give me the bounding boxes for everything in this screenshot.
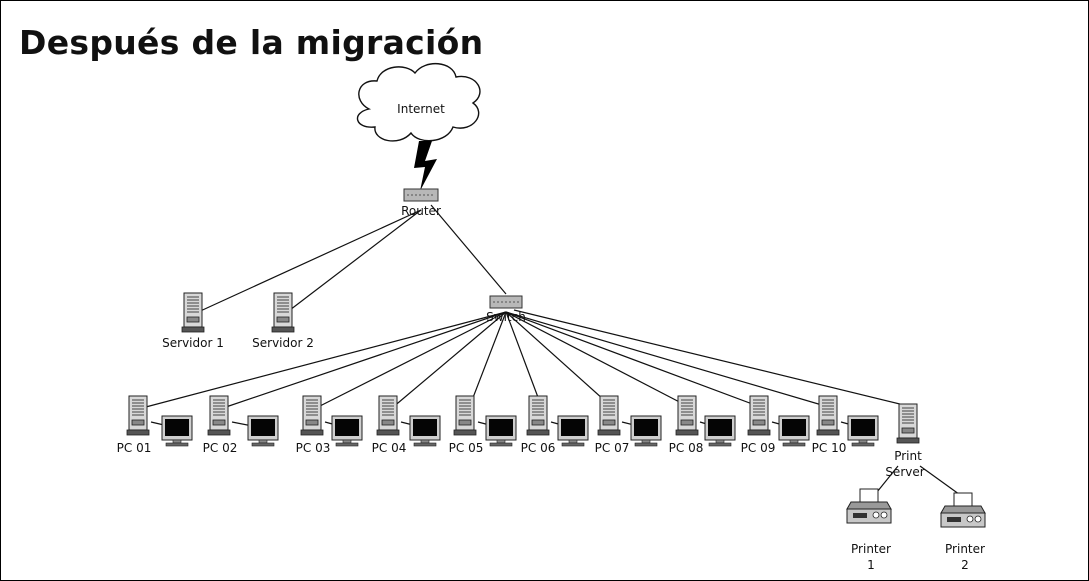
pc-tower-9 [747, 395, 771, 436]
pc-monitor-10 [847, 415, 879, 447]
pc-label-1: PC 01 [117, 441, 152, 455]
pc-tower-2 [207, 395, 231, 436]
internet-label: Internet [397, 102, 445, 116]
link-switch-pc-6 [505, 311, 543, 409]
pc-monitor-7 [630, 415, 662, 447]
print-server-tower [896, 403, 920, 444]
server-tower-1 [181, 292, 205, 333]
link-switch-pc-9 [505, 311, 764, 409]
server-label-2: Servidor 2 [252, 336, 314, 350]
router-icon [403, 188, 439, 202]
pc-tower-10 [816, 395, 840, 436]
pc-tower-3 [300, 395, 324, 436]
printer-1-icon [846, 488, 892, 524]
link-switch-pc-7 [505, 311, 614, 409]
lightning-bolt-icon [414, 141, 437, 191]
pc-monitor-9 [778, 415, 810, 447]
router-label: Router [401, 204, 441, 218]
print-server-label-line-1: Print [894, 449, 922, 463]
link-switch-pc-10 [505, 311, 833, 409]
pc-monitor-1 [161, 415, 193, 447]
pc-label-5: PC 05 [449, 441, 484, 455]
pc-tower-1 [126, 395, 150, 436]
printer-2-icon [940, 492, 986, 528]
switch-icon [489, 295, 523, 309]
pc-label-3: PC 03 [296, 441, 331, 455]
pc-tower-6 [526, 395, 550, 436]
pc-tower-8 [675, 395, 699, 436]
link-print-server-printer-2 [919, 465, 964, 498]
link-switch-pc-4 [391, 311, 507, 409]
link-switch-pc-8 [505, 311, 692, 409]
pc-monitor-6 [557, 415, 589, 447]
switch-label: Switch [486, 310, 526, 324]
link-switch-print-server [513, 309, 909, 407]
pc-monitor-3 [331, 415, 363, 447]
link-router-server-2 [285, 209, 422, 314]
pc-label-2: PC 02 [203, 441, 238, 455]
pc-label-8: PC 08 [669, 441, 704, 455]
link-router-server-1 [195, 209, 422, 314]
pc-tower-5 [453, 395, 477, 436]
pc-label-7: PC 07 [595, 441, 630, 455]
pc-label-4: PC 04 [372, 441, 407, 455]
internet-cloud: Internet [357, 63, 481, 142]
printer-label-2-line-1: Printer [945, 542, 985, 556]
printer-label-1-line-2: 1 [867, 558, 875, 572]
pc-monitor-5 [485, 415, 517, 447]
pc-tower-4 [376, 395, 400, 436]
print-server-label-line-2: Server [885, 465, 924, 479]
pc-monitor-8 [704, 415, 736, 447]
server-label-1: Servidor 1 [162, 336, 224, 350]
pc-monitor-4 [409, 415, 441, 447]
link-switch-pc-1 [141, 311, 507, 409]
pc-monitor-2 [247, 415, 279, 447]
link-router-switch [430, 204, 507, 295]
pc-label-10: PC 10 [812, 441, 847, 455]
link-switch-pc-3 [315, 311, 507, 409]
server-tower-2 [271, 292, 295, 333]
slide-title: Después de la migración [19, 23, 484, 62]
pc-label-6: PC 06 [521, 441, 556, 455]
printer-label-2-line-2: 2 [961, 558, 969, 572]
printer-label-1-line-1: Printer [851, 542, 891, 556]
link-switch-pc-5 [468, 311, 507, 409]
pc-label-9: PC 09 [741, 441, 776, 455]
link-switch-pc-2 [222, 311, 507, 409]
pc-tower-7 [597, 395, 621, 436]
